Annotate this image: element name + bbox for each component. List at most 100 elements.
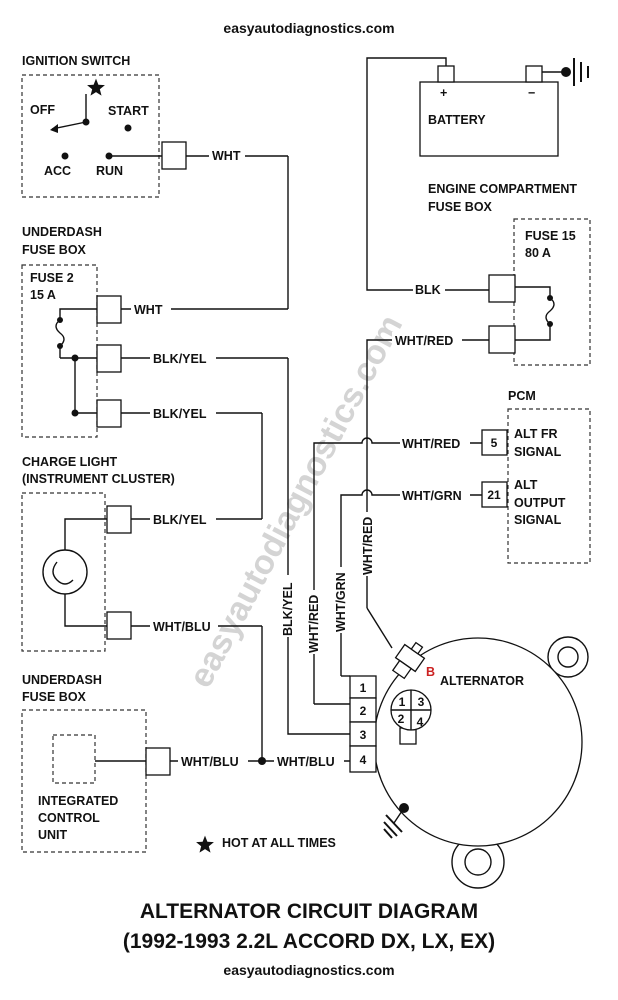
alternator-connector: 1 2 3 4 bbox=[349, 675, 377, 773]
battery-positive-post bbox=[437, 65, 455, 83]
wire-label-wht-ign-bg bbox=[209, 148, 245, 163]
underdash-2-title-1: UNDERDASH bbox=[22, 673, 102, 687]
footer-site: easyautodiagnostics.com bbox=[223, 962, 394, 978]
fuse15-label-1: FUSE 15 bbox=[525, 229, 576, 243]
header-site: easyautodiagnostics.com bbox=[223, 20, 394, 36]
plug-pin-3: 3 bbox=[418, 695, 425, 709]
charge-light-box bbox=[21, 492, 106, 652]
pcm-altout-2: OUTPUT bbox=[514, 496, 566, 510]
wire-label-blk: BLK bbox=[415, 283, 441, 297]
ground-icon bbox=[573, 58, 589, 86]
fuse2-connector-blkyel-1 bbox=[96, 344, 122, 373]
wire-label-whtred-vertical: WHT/RED bbox=[307, 595, 321, 653]
fuse15-label-2: 80 A bbox=[525, 246, 551, 260]
connector-pin-1: 1 bbox=[360, 681, 367, 695]
charge-light-title-2: (INSTRUMENT CLUSTER) bbox=[22, 472, 175, 486]
pcm-title: PCM bbox=[508, 389, 536, 403]
battery: + − BATTERY bbox=[419, 58, 589, 157]
battery-plus: + bbox=[440, 86, 447, 100]
connector-pin-4: 4 bbox=[360, 753, 367, 767]
underdash-1-title-1: UNDERDASH bbox=[22, 225, 102, 239]
charge-light-connector-2 bbox=[106, 611, 132, 640]
icu-label-1: INTEGRATED bbox=[38, 794, 118, 808]
charge-light-bulb-icon bbox=[42, 549, 88, 595]
wire-label-wht-fuse2: WHT bbox=[134, 303, 163, 317]
alternator-label: ALTERNATOR bbox=[440, 674, 524, 688]
connector-pin-2: 2 bbox=[360, 704, 367, 718]
fuse2-label-1: FUSE 2 bbox=[30, 271, 74, 285]
battery-minus: − bbox=[528, 86, 535, 100]
underdash-fuse-box-1: UNDERDASH FUSE BOX FUSE 2 15 A bbox=[21, 225, 102, 438]
wire-label-whtred-1: WHT/RED bbox=[395, 334, 453, 348]
hot-star-icon bbox=[87, 78, 105, 96]
wire-label-whtblu-2: WHT/BLU bbox=[181, 755, 239, 769]
charge-light-connector-1 bbox=[106, 505, 132, 534]
fuse15-symbol bbox=[515, 286, 555, 341]
ignition-switch: IGNITION SWITCH OFF START ACC RUN bbox=[21, 54, 160, 198]
fuse2-symbol bbox=[55, 308, 97, 358]
watermark: easyautodiagnostics.com bbox=[182, 309, 411, 694]
ignition-switch-title: IGNITION SWITCH bbox=[22, 54, 130, 68]
battery-negative-post bbox=[525, 65, 543, 83]
ignition-off-label: OFF bbox=[30, 103, 55, 117]
icu-label-3: UNIT bbox=[38, 828, 68, 842]
charge-light-title-1: CHARGE LIGHT bbox=[22, 455, 118, 469]
icu-connector bbox=[145, 747, 171, 776]
icu-label-2: CONTROL bbox=[38, 811, 100, 825]
ignition-acc-label: ACC bbox=[44, 164, 71, 178]
engine-fuse-connector-whtred bbox=[488, 325, 516, 354]
wire-label-whtgrn-vertical: WHT/GRN bbox=[334, 572, 348, 632]
alternator-plug: 1 3 2 4 bbox=[390, 689, 432, 745]
underdash-1-title-2: FUSE BOX bbox=[22, 243, 87, 257]
ignition-acc-contact bbox=[61, 152, 69, 160]
wire-label-whtred-2: WHT/RED bbox=[402, 437, 460, 451]
ignition-switch-box bbox=[21, 74, 160, 198]
pcm-altout-3: SIGNAL bbox=[514, 513, 562, 527]
wire-label-blkyel-2: BLK/YEL bbox=[153, 407, 207, 421]
plug-pin-4: 4 bbox=[417, 715, 424, 729]
plug-pin-2: 2 bbox=[398, 712, 405, 726]
wire-label-whtblu-1: WHT/BLU bbox=[153, 620, 211, 634]
plug-pin-1: 1 bbox=[399, 695, 406, 709]
alternator-b-terminal bbox=[391, 641, 426, 680]
fuse2-label-2: 15 A bbox=[30, 288, 56, 302]
pcm-pin21-box bbox=[481, 481, 508, 508]
icu-box bbox=[52, 734, 96, 784]
wire-label-blkyel-vertical: BLK/YEL bbox=[281, 582, 295, 636]
pcm-box bbox=[507, 408, 591, 564]
engine-fuse-title-2: FUSE BOX bbox=[428, 200, 493, 214]
alternator: B ALTERNATOR 1 3 2 4 bbox=[373, 636, 589, 889]
wire-label-whtgrn-1: WHT/GRN bbox=[402, 489, 462, 503]
wire-label-whtred-vertical-2: WHT/RED bbox=[361, 517, 375, 575]
splice-dot bbox=[258, 757, 266, 765]
pcm-altout-1: ALT bbox=[514, 478, 538, 492]
engine-fuse-connector-blk bbox=[488, 274, 516, 303]
ignition-run-label: RUN bbox=[96, 164, 123, 178]
legend-star-icon bbox=[196, 835, 214, 853]
engine-fuse-title-1: ENGINE COMPARTMENT bbox=[428, 182, 577, 196]
terminal-b-label: B bbox=[426, 665, 435, 679]
alternator-top-ear bbox=[547, 636, 589, 678]
pcm-pin21: 21 bbox=[487, 488, 501, 502]
alternator-ground-icon bbox=[383, 807, 405, 839]
footer-title-1: ALTERNATOR CIRCUIT DIAGRAM bbox=[140, 900, 478, 923]
underdash-fuse-box-2: UNDERDASH FUSE BOX INTEGRATED CONTROL UN… bbox=[21, 673, 147, 853]
fuse2-connector-wht bbox=[96, 295, 122, 324]
ignition-connector bbox=[161, 141, 187, 170]
wire-label-whtblu-3: WHT/BLU bbox=[277, 755, 335, 769]
battery-label: BATTERY bbox=[428, 113, 486, 127]
pcm-altfr-1: ALT FR bbox=[514, 427, 558, 441]
ignition-start-contact bbox=[124, 124, 132, 132]
ignition-start-label: START bbox=[108, 104, 149, 118]
battery-box bbox=[419, 81, 559, 157]
underdash-2-title-2: FUSE BOX bbox=[22, 690, 87, 704]
wire-label-wht-ign: WHT bbox=[212, 149, 241, 163]
pcm-pin5: 5 bbox=[491, 436, 498, 450]
wire-label-blkyel-3: BLK/YEL bbox=[153, 513, 207, 527]
legend-hot-label: HOT AT ALL TIMES bbox=[222, 836, 336, 850]
fuse2-connector-blkyel-2 bbox=[96, 399, 122, 428]
connector-pin-3: 3 bbox=[360, 728, 367, 742]
pcm: PCM ALT FR SIGNAL ALT OUTPUT SIGNAL bbox=[507, 389, 591, 564]
pcm-altfr-2: SIGNAL bbox=[514, 445, 562, 459]
